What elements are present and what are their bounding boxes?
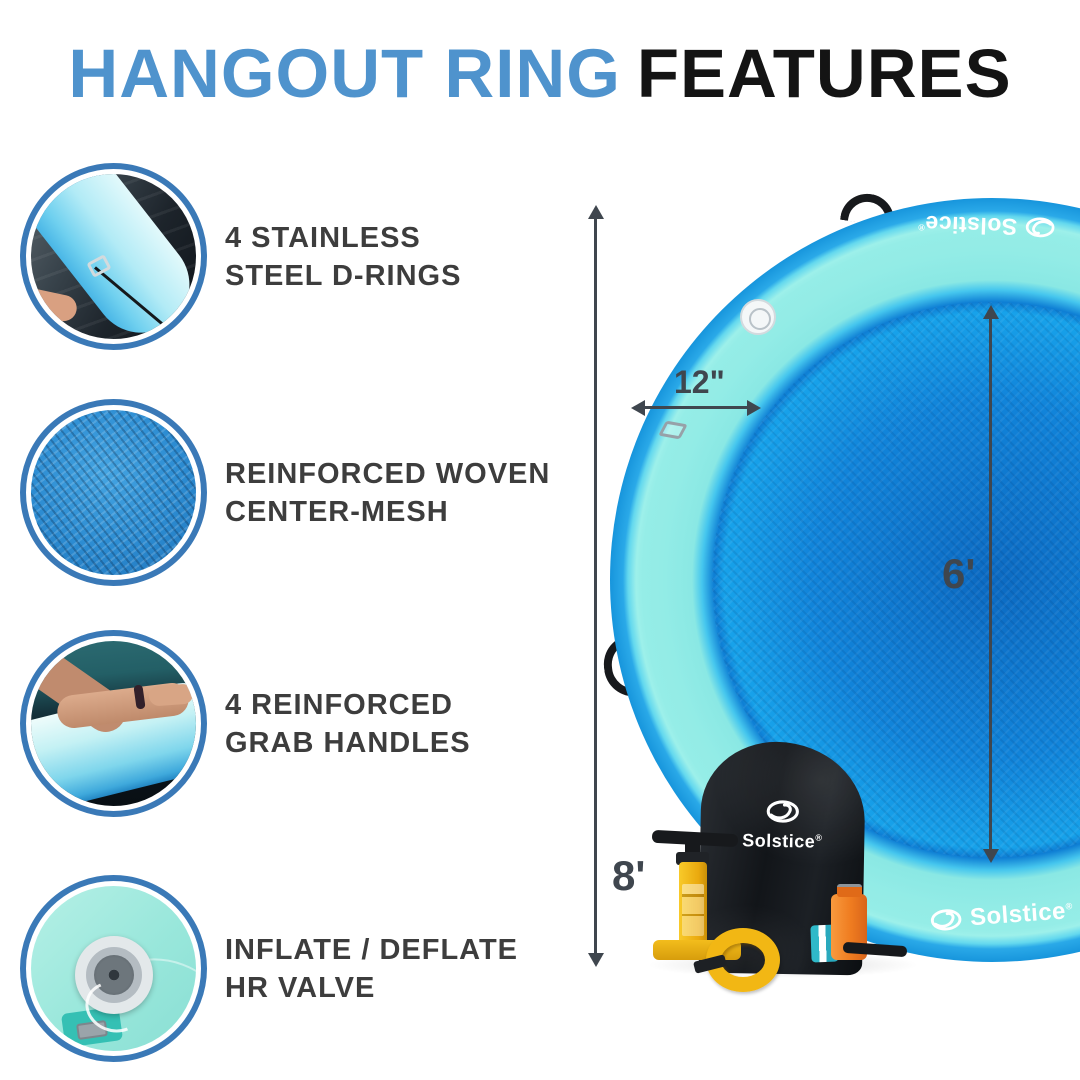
hand-pump-label bbox=[682, 884, 704, 936]
bag-brand-logo: Solstice® bbox=[700, 799, 865, 854]
feature-row-handles: 4 REINFORCED GRAB HANDLES bbox=[20, 630, 471, 817]
feature-row-d-rings: 4 STAINLESS STEEL D-RINGS bbox=[20, 163, 461, 350]
feature-photo-circle bbox=[20, 630, 207, 817]
brand-logo-bottom: Solstice® bbox=[929, 897, 1074, 935]
feature-label-line: INFLATE / DEFLATE bbox=[225, 933, 519, 966]
dimension-arrow-outer-8ft bbox=[594, 218, 597, 954]
feature-label-line: STEEL D-RINGS bbox=[225, 259, 462, 292]
brand-logo-top: Solstice® bbox=[918, 210, 1056, 242]
solstice-swirl-icon bbox=[1025, 217, 1055, 238]
hand-pump-cap bbox=[676, 852, 709, 865]
feature-row-valve: INFLATE / DEFLATE HR VALVE bbox=[20, 875, 518, 1062]
dimension-arrow-tube-12in bbox=[644, 406, 748, 409]
feature-row-mesh: REINFORCED WOVEN CENTER-MESH bbox=[20, 399, 550, 586]
page-title-rest: FEATURES bbox=[636, 35, 1012, 112]
woven-mesh-photo bbox=[31, 410, 196, 575]
solstice-swirl-icon bbox=[766, 800, 799, 823]
feature-photo-circle bbox=[20, 875, 207, 1062]
solstice-swirl-icon bbox=[930, 909, 962, 931]
hr-valve-photo bbox=[31, 886, 196, 1051]
page-title-highlight: HANGOUT RING bbox=[68, 35, 621, 112]
feature-label-line: 4 REINFORCED bbox=[225, 688, 453, 721]
carry-bag: Solstice® bbox=[697, 740, 867, 976]
orange-canister-cap bbox=[837, 884, 862, 897]
grab-handle-photo bbox=[31, 641, 196, 806]
feature-label-line: REINFORCED WOVEN bbox=[225, 457, 551, 490]
dimension-label-outer: 8' bbox=[612, 852, 646, 899]
feature-photo-circle bbox=[20, 163, 207, 350]
feature-label: REINFORCED WOVEN CENTER-MESH bbox=[225, 455, 550, 531]
feature-label-line: 4 STAINLESS bbox=[225, 221, 421, 254]
feature-label: INFLATE / DEFLATE HR VALVE bbox=[225, 931, 518, 1007]
feature-label: 4 REINFORCED GRAB HANDLES bbox=[225, 686, 471, 762]
d-ring-photo bbox=[31, 174, 196, 339]
dimension-arrow-inner-6ft bbox=[989, 318, 992, 850]
dimension-label-tube: 12" bbox=[674, 364, 725, 400]
feature-label-line: CENTER-MESH bbox=[225, 495, 449, 528]
ring-hr-valve bbox=[740, 299, 776, 335]
feature-label-line: HR VALVE bbox=[225, 971, 376, 1004]
feature-label-line: GRAB HANDLES bbox=[225, 726, 471, 759]
brand-name: Solstice® bbox=[917, 210, 1018, 241]
feature-photo-circle bbox=[20, 399, 207, 586]
feature-label: 4 STAINLESS STEEL D-RINGS bbox=[225, 219, 461, 295]
dimension-label-inner: 6' bbox=[942, 550, 976, 597]
